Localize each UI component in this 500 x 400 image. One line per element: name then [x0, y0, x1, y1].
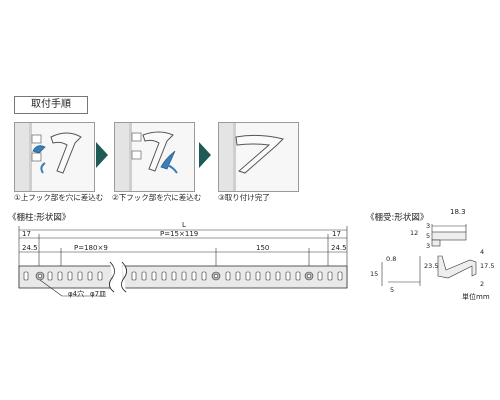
bracket-dim-4: 4	[480, 248, 485, 256]
bracket-dim-3b: 3	[426, 242, 431, 250]
bracket-dim-18-3: 18.3	[450, 208, 466, 216]
bracket-dim-17-5: 17.5	[480, 262, 495, 270]
bracket-dim-2: 2	[480, 280, 485, 288]
dim-pitch-total: P=15×119	[160, 230, 199, 238]
step-1-drawing	[15, 123, 82, 191]
bracket-dim-23-5: 23.5	[424, 262, 439, 270]
step-1-illustration	[14, 122, 95, 192]
dim-end-right: 17	[332, 230, 341, 238]
bracket-dim-12: 12	[410, 229, 419, 237]
bracket-dim-0-8: 0.8	[386, 255, 397, 263]
step-2-drawing	[115, 123, 178, 191]
dim-end-left: 17	[22, 230, 31, 238]
bracket-drawing-label: 《棚受:形状図》	[366, 213, 429, 223]
dim-pitch-group: P=180×9	[74, 244, 108, 252]
step-1-caption: ①上フック部を穴に差込む	[14, 193, 104, 202]
column-drawing-label: 《棚柱:形状図》	[8, 213, 71, 223]
bracket-drawing	[381, 224, 477, 286]
step-2-illustration	[114, 122, 195, 192]
bracket-dim-3: 3	[426, 222, 431, 230]
step-3-drawing	[219, 123, 284, 191]
dim-offset-left: 24.5	[22, 244, 38, 252]
unit-label: 単位mm	[462, 293, 490, 301]
next-arrow-icon	[199, 142, 211, 168]
dim-offset-right: 24.5	[331, 244, 347, 252]
step-3-caption: ③取り付け完了	[218, 193, 270, 202]
bracket-dim-5b: 5	[390, 286, 395, 294]
step-3-illustration	[218, 122, 299, 192]
step-2-caption: ②下フック部を穴に差込む	[112, 193, 202, 202]
dim-150: 150	[256, 244, 270, 252]
next-arrow-icon	[96, 142, 108, 168]
column-drawing	[18, 226, 348, 297]
hole-note-1: φ4穴	[68, 290, 85, 298]
bracket-dim-5: 5	[426, 232, 431, 240]
bracket-dim-15: 15	[370, 270, 379, 278]
dim-total: L	[182, 221, 186, 229]
procedure-title: 取付手順	[14, 96, 88, 114]
hole-note-2: φ7皿	[90, 290, 107, 298]
